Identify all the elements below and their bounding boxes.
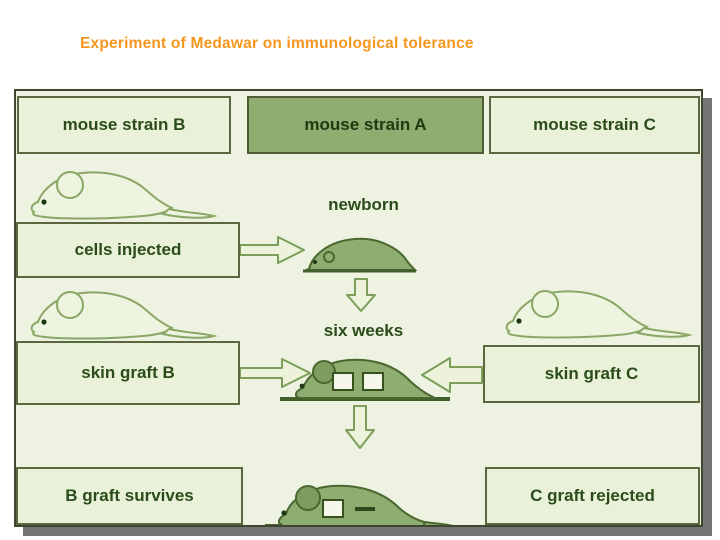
result-mouse-icon: [265, 484, 454, 525]
skin-graft-b-label: skin graft B: [81, 363, 175, 382]
c-graft-rejected-label: C graft rejected: [530, 486, 655, 505]
down-arrow-six-weeks-icon: [345, 405, 375, 449]
header-mouse-strain-b-label: mouse strain B: [62, 115, 186, 134]
strain-b-mouse-middle-icon: [30, 291, 215, 340]
header-mouse-strain-a-label: mouse strain A: [304, 115, 427, 134]
diagram-panel: mouse strain B mouse strain A mouse stra…: [14, 89, 703, 527]
strain-b-mouse-top-icon: [30, 171, 215, 220]
skin-graft-b-box: skin graft B: [16, 341, 240, 405]
newborn-label: newborn: [328, 195, 399, 214]
cells-injected-box: cells injected: [16, 222, 240, 278]
skin-graft-b-arrow-icon: [239, 358, 311, 388]
six-week-mouse-icon: [280, 358, 450, 401]
b-graft-survives-label: B graft survives: [65, 486, 194, 505]
skin-graft-c-arrow-icon: [421, 357, 483, 393]
cells-injected-arrow-icon: [239, 236, 305, 264]
strain-c-mouse-icon: [505, 290, 690, 339]
c-graft-rejected-box: C graft rejected: [485, 467, 700, 525]
cells-injected-label: cells injected: [74, 240, 182, 259]
diagram-artwork: [30, 171, 690, 525]
header-mouse-strain-c: mouse strain C: [489, 96, 700, 154]
down-arrow-newborn-icon: [346, 278, 376, 312]
header-mouse-strain-a: mouse strain A: [247, 96, 484, 154]
skin-graft-c-box: skin graft C: [483, 345, 700, 403]
skin-graft-c-label: skin graft C: [544, 364, 639, 383]
header-mouse-strain-b: mouse strain B: [17, 96, 231, 154]
six-weeks-label: six weeks: [323, 321, 404, 340]
page-title: Experiment of Medawar on immunological t…: [80, 35, 474, 52]
header-mouse-strain-c-label: mouse strain C: [533, 115, 656, 134]
newborn-mouse-icon: [303, 237, 418, 273]
b-graft-survives-box: B graft survives: [16, 467, 243, 525]
